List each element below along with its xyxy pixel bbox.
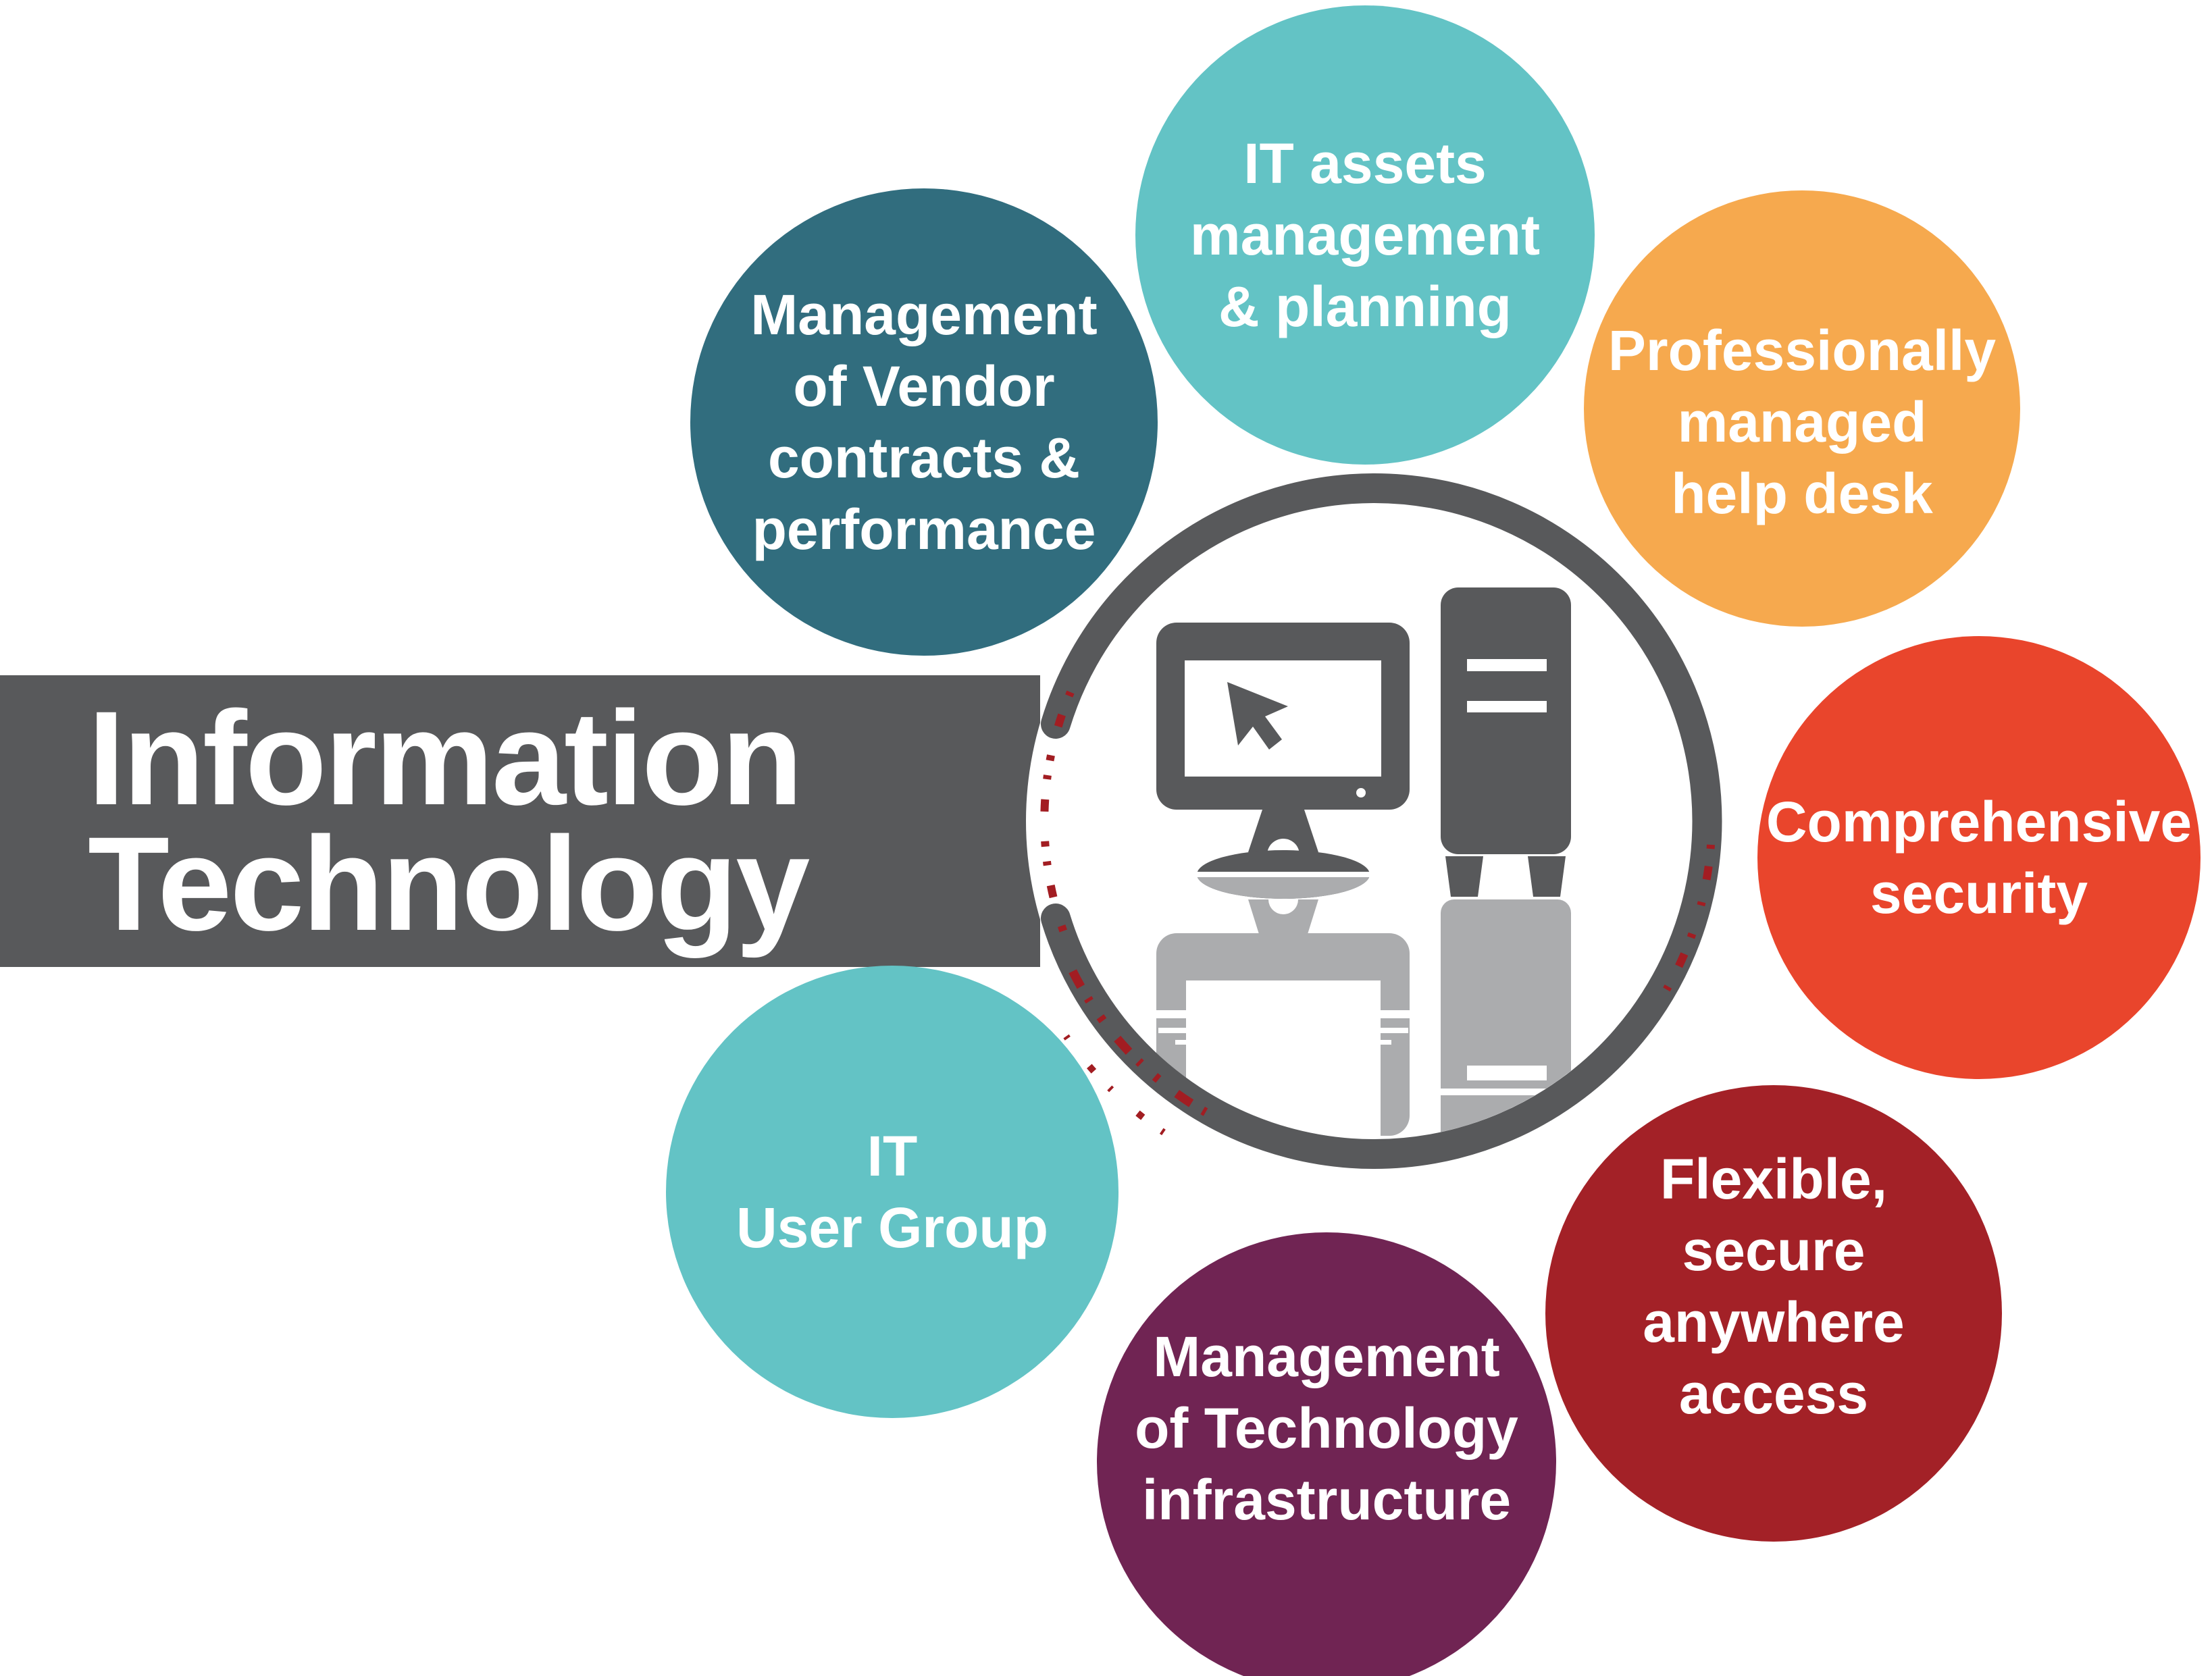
bubble-label: Professionally managed help desk <box>1607 319 1997 525</box>
bubble-comprehensive-security: Comprehensive security <box>1757 636 2201 1079</box>
red-speckle-arcs <box>1040 690 1715 1136</box>
bubble-technology-infrastructure: Management of Technology infrastructure <box>1097 1232 1556 1676</box>
title-line-2: Technology <box>88 809 810 958</box>
desktop-computer-icon <box>1148 587 1580 1139</box>
bubble-label: Management of Vendor contracts & perform… <box>750 283 1098 561</box>
bubble-flexible-access: Flexible, secure anywhere access <box>1545 1085 2002 1542</box>
bubble-label: Flexible, secure anywhere access <box>1643 1147 1905 1425</box>
bubble-help-desk: Professionally managed help desk <box>1584 190 2020 627</box>
bubble-label: Management of Technology infrastructure <box>1135 1325 1518 1531</box>
bubble-label: Comprehensive security <box>1766 790 2192 925</box>
tower-icon <box>1441 587 1571 897</box>
bubble-label: IT User Group <box>736 1124 1049 1259</box>
computer-reflection <box>1148 885 1580 1139</box>
bubble-label: IT assets management & planning <box>1189 132 1541 338</box>
bubble-it-user-group: IT User Group <box>666 966 1118 1418</box>
title-banner: Information Technology <box>0 675 1040 967</box>
title-line-1: Information <box>88 683 803 833</box>
monitor-icon <box>1156 623 1410 899</box>
center-disc <box>1026 473 1722 1169</box>
cursor-arrow-icon <box>1227 682 1288 750</box>
bubble-vendor-contracts: Management of Vendor contracts & perform… <box>690 188 1158 656</box>
bubble-it-assets-management: IT assets management & planning <box>1135 5 1595 465</box>
center-ring <box>1041 473 1722 1169</box>
